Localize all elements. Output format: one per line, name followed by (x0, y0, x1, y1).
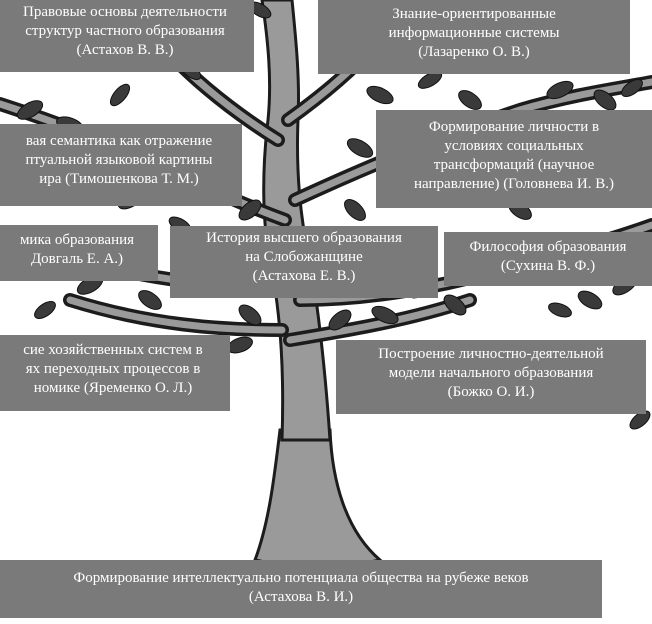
leaf (548, 302, 572, 318)
topic-education-economics: мика образования Довгаль Е. А.) (0, 225, 158, 281)
topic-line: Построение личностно-деятельной (378, 346, 604, 362)
topic-line: Философия образования (469, 239, 627, 255)
topic-primary-education-model: Построение личностно-деятельной модели н… (336, 340, 646, 414)
topic-line: информационные системы (388, 25, 560, 41)
topic-line: (Божко О. И.) (447, 384, 535, 400)
topic-line: (Астахова Е. В.) (252, 268, 356, 284)
topic-line: структур частного образования (25, 23, 225, 39)
leaf (109, 83, 131, 107)
topic-economic-systems: сие хозяйственных систем в ях переходных… (0, 335, 230, 411)
topic-line: направление) (Головнева И. В.) (414, 176, 614, 192)
topic-line: птуальной языковой картины (25, 152, 213, 168)
topic-line: (Сухина В. Ф.) (500, 258, 596, 274)
topic-line: Формирование личности в (428, 119, 600, 135)
topic-line: (Астахов В. В.) (76, 42, 174, 58)
topic-line: История высшего образования (206, 230, 402, 246)
leaf (458, 90, 482, 110)
leaf (138, 290, 162, 310)
topic-semantics: вая семантика как отражение птуальной яз… (0, 124, 242, 206)
leaf (16, 100, 44, 120)
leaf (328, 309, 352, 331)
topic-line: Формирование интеллектуально потенциала … (73, 570, 529, 586)
topic-line: мика образования (19, 232, 135, 248)
leaf (371, 305, 399, 325)
leaf (629, 410, 651, 430)
topic-higher-education-history: История высшего образования на Слобожанщ… (170, 226, 438, 298)
topic-line: условиях социальных (444, 138, 584, 154)
leaf (238, 199, 262, 221)
leaf (346, 138, 374, 158)
topic-personality-formation: Формирование личности в условиях социаль… (376, 110, 652, 208)
topic-line: Знание-ориентированные (392, 6, 556, 22)
topic-line: номике (Яременко О. Л.) (33, 380, 193, 396)
topic-root-intellectual-potential: Формирование интеллектуально потенциала … (0, 560, 602, 618)
topic-line: Правовые основы деятельности (23, 4, 227, 20)
topic-line: трансформаций (научное (433, 157, 595, 173)
leaf (546, 80, 574, 100)
topic-legal-foundations: Правовые основы деятельности структур ча… (0, 0, 254, 72)
leaf (593, 89, 617, 111)
leaf (34, 301, 56, 319)
topic-philosophy-of-education: Философия образования (Сухина В. Ф.) (444, 232, 652, 286)
leaf (344, 199, 366, 221)
topic-line: вая семантика как отражение (25, 133, 213, 149)
leaf (621, 79, 643, 97)
leaf (443, 294, 467, 316)
topic-line: ях переходных процессов в (25, 361, 201, 377)
topic-line: ира (Тимошенкова Т. М.) (39, 171, 199, 187)
topic-line: Довгаль Е. А.) (30, 251, 124, 267)
topic-line: (Астахова В. И.) (248, 589, 354, 605)
topic-line: модели начального образования (388, 365, 594, 381)
topic-knowledge-systems: Знание-ориентированные информационные си… (318, 0, 630, 74)
leaf (577, 290, 603, 310)
leaf (366, 85, 394, 105)
leaf (238, 304, 262, 326)
topic-line: (Лазаренко О. В.) (418, 44, 530, 60)
topic-line: сие хозяйственных систем в (23, 342, 203, 358)
topic-line: на Слобожанщине (245, 249, 363, 265)
